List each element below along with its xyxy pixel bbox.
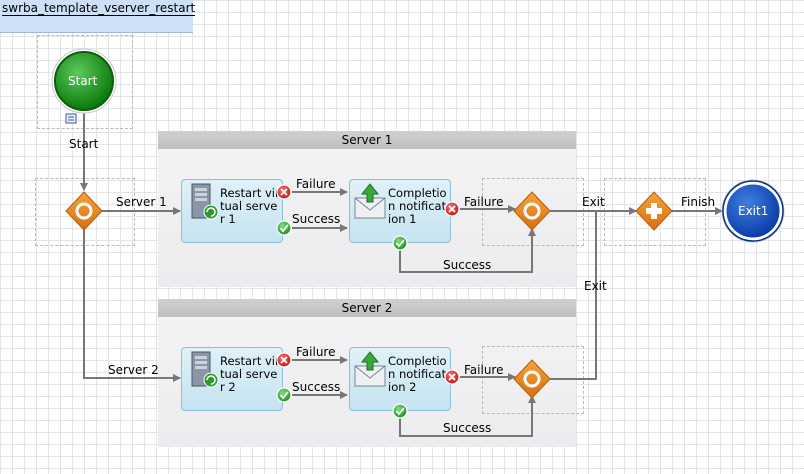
edge-label-finish: Finish [681,195,716,209]
task-completion-notification-2[interactable]: Completion notification 2 [349,347,451,411]
start-caption: Start [69,137,99,151]
task-label: Restart virtual server 2 [220,355,280,394]
edge-label-exit: Exit [582,195,605,209]
start-event-label: Start [68,74,98,88]
edge-label-success: Success [292,212,341,226]
exit-event-label: Exit1 [738,204,769,218]
edge-label-server-1: Server 1 [116,195,167,209]
branch-gateway[interactable] [65,191,103,231]
exit-event[interactable] [721,179,785,243]
edge-label-success: Success [443,421,492,435]
diagram-tab[interactable]: swrba_template_vserver_restart [0,0,196,33]
edge-label-failure: Failure [464,363,504,377]
merge-gateway-1[interactable] [513,191,551,231]
task-restart-virtual-server-2[interactable]: Restart virtual server 2 [181,347,283,411]
server-icon [191,351,219,388]
edge-label-failure: Failure [296,177,336,191]
document-icon[interactable] [65,113,77,124]
merge-gateway-2[interactable] [513,359,551,399]
mail-icon [354,183,386,219]
mail-icon [354,351,386,387]
task-completion-notification-1[interactable]: Completion notification 1 [349,179,451,243]
lane-server-2-header: Server 2 [158,299,576,317]
start-event[interactable] [51,48,117,114]
lane-server-1-header: Server 1 [158,131,576,149]
join-gateway[interactable] [635,191,673,231]
edge-label-server-2: Server 2 [108,363,159,377]
edge-label-success: Success [292,380,341,394]
task-label: Restart virtual server 1 [220,187,280,226]
server-icon [191,183,219,220]
edge-label-failure: Failure [296,345,336,359]
task-label: Completion notification 1 [388,187,447,226]
edge-label-exit: Exit [584,279,607,293]
edge-label-success: Success [443,258,492,272]
edge-label-failure: Failure [464,195,504,209]
task-label: Completion notification 2 [388,355,447,394]
diagram-tab-label: swrba_template_vserver_restart [2,1,196,16]
task-restart-virtual-server-1[interactable]: Restart virtual server 1 [181,179,283,243]
